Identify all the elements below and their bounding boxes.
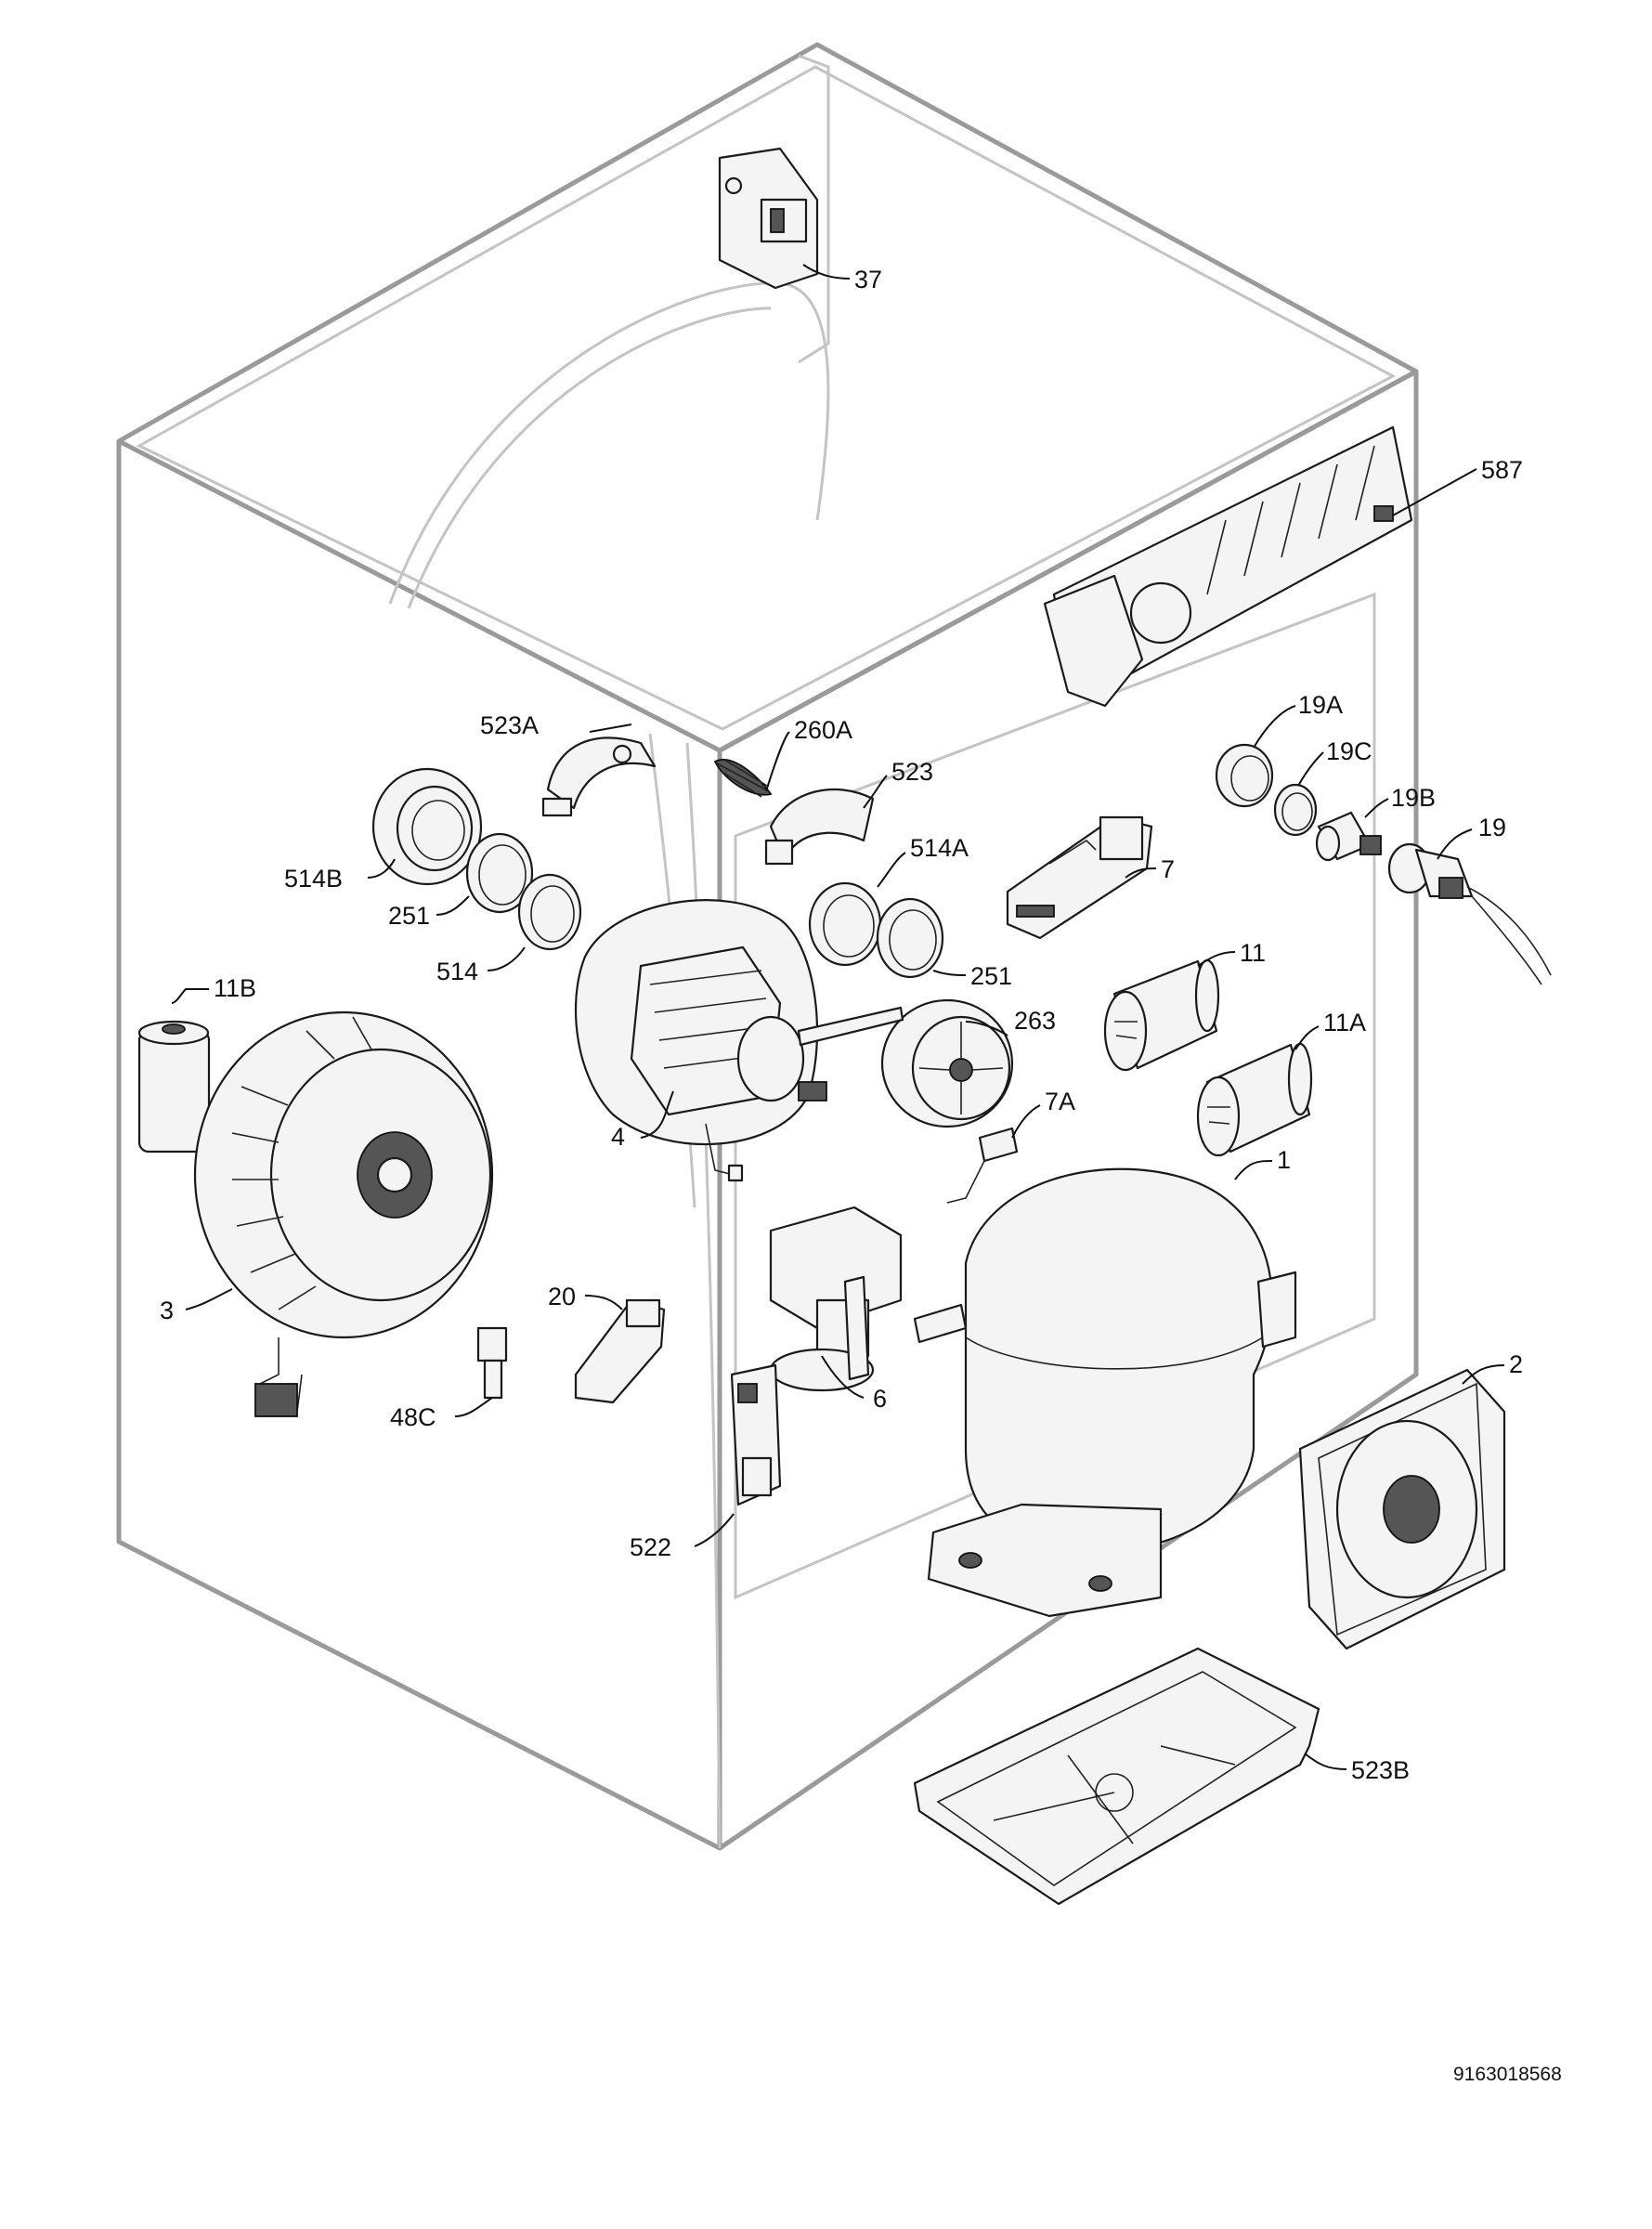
- microswitch-7A: [946, 1127, 1019, 1204]
- label-514A: 514A: [910, 834, 969, 862]
- thermostat-19: [1387, 842, 1552, 985]
- label-3: 3: [160, 1297, 174, 1324]
- label-523A: 523A: [480, 711, 539, 739]
- part-522: [730, 1363, 782, 1506]
- label-11A: 11A: [1323, 1009, 1366, 1036]
- control-board-587: [1043, 425, 1413, 708]
- fan-wheel-3: [193, 1010, 494, 1417]
- pump-6: [769, 1206, 903, 1392]
- capacitor-11: [1103, 958, 1220, 1072]
- label-587: 587: [1481, 456, 1523, 484]
- label-48C: 48C: [390, 1403, 436, 1431]
- capacitor-11A: [1196, 1042, 1313, 1157]
- label-19A: 19A: [1298, 691, 1343, 719]
- label-19B: 19B: [1391, 784, 1436, 812]
- label-2: 2: [1509, 1350, 1523, 1378]
- ring-251-right: [876, 897, 944, 979]
- motor-4: [574, 899, 904, 1182]
- part-labels: 37 587 523A 260A 523 19A 19C 19B 19 514B…: [160, 266, 1523, 1784]
- label-523B: 523B: [1351, 1756, 1410, 1784]
- label-263: 263: [1014, 1007, 1056, 1035]
- thermostat-cap-19A: [1215, 743, 1274, 808]
- label-19C: 19C: [1326, 737, 1372, 765]
- bearing-housing-514B: [371, 767, 483, 886]
- bracket-523: [764, 788, 875, 866]
- bracket-20: [574, 1298, 666, 1404]
- ring-514: [517, 873, 582, 951]
- label-37: 37: [854, 266, 882, 293]
- capacitor-11B: [137, 1020, 211, 1154]
- axial-fan-2: [1298, 1368, 1506, 1650]
- bearing-514A: [808, 881, 882, 967]
- compressor-1: [913, 1167, 1297, 1618]
- label-1: 1: [1277, 1146, 1291, 1174]
- label-20: 20: [548, 1283, 576, 1310]
- bracket-523A: [541, 736, 657, 817]
- label-251-left: 251: [388, 902, 430, 930]
- label-7: 7: [1161, 855, 1175, 883]
- label-4: 4: [611, 1123, 625, 1151]
- label-523: 523: [891, 758, 933, 786]
- fuse-48C: [476, 1326, 508, 1400]
- sensor-19B: [1315, 811, 1382, 862]
- spring-260A: [713, 759, 773, 798]
- label-19: 19: [1478, 814, 1506, 841]
- label-6: 6: [873, 1385, 887, 1413]
- label-11: 11: [1240, 939, 1266, 967]
- label-514: 514: [436, 958, 478, 985]
- door-switch-37: [718, 147, 819, 290]
- label-251-right: 251: [970, 962, 1012, 990]
- label-11B: 11B: [214, 974, 256, 1002]
- o-ring-19C: [1273, 783, 1318, 837]
- label-260A: 260A: [794, 716, 852, 744]
- label-514B: 514B: [284, 865, 343, 893]
- label-522: 522: [630, 1533, 671, 1561]
- pulley-263: [880, 998, 1014, 1128]
- document-number: 9163018568: [1453, 2064, 1562, 2085]
- ring-251-left: [465, 832, 534, 914]
- switch-7: [1006, 815, 1153, 940]
- label-7A: 7A: [1045, 1088, 1075, 1115]
- base-plate-523B: [913, 1647, 1320, 1906]
- leader-lines: [171, 264, 1505, 1770]
